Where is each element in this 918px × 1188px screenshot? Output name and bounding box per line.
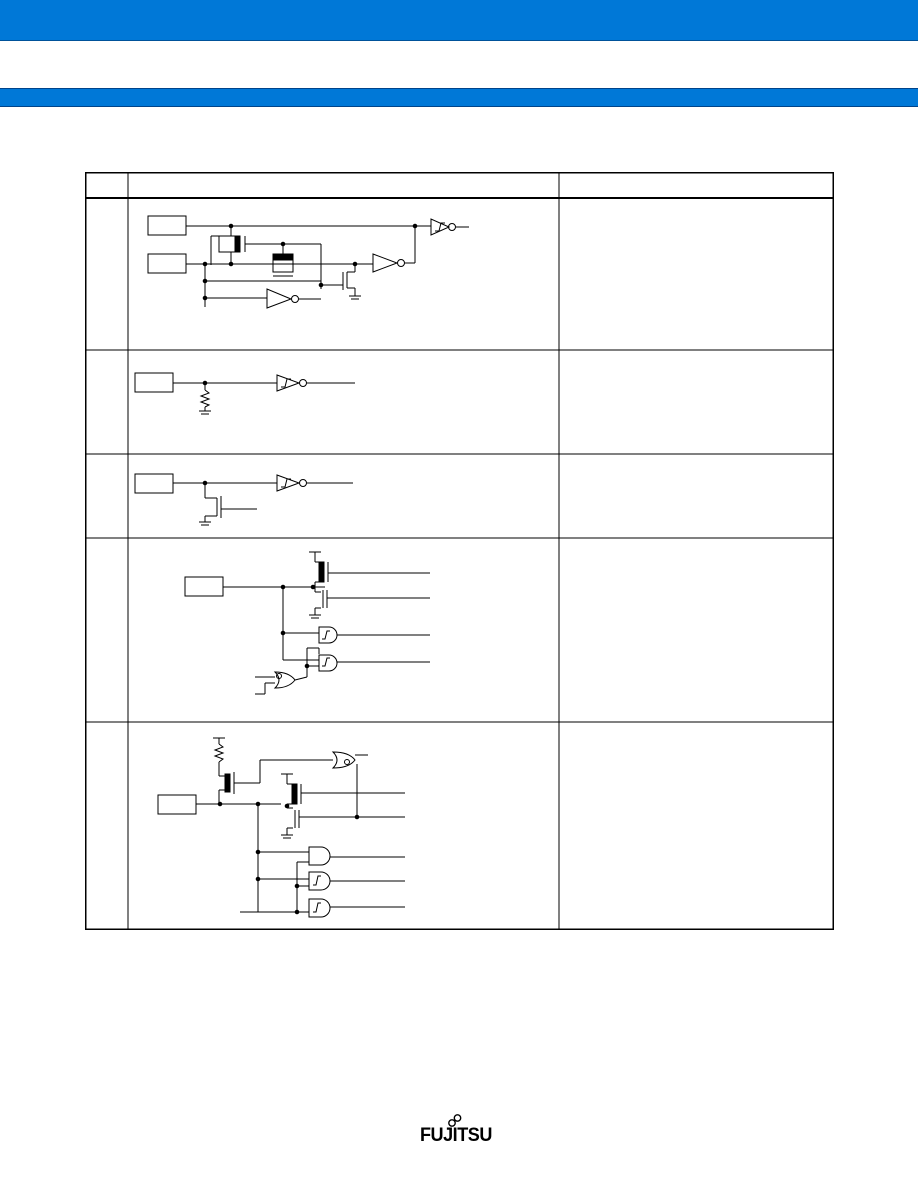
section-band	[0, 88, 918, 107]
header-band	[0, 0, 918, 41]
oscillator-circuit	[147, 215, 469, 309]
io-circuit-table	[85, 172, 834, 930]
circuit-table-svg	[85, 172, 834, 930]
fujitsu-infinity-logo-icon	[448, 1114, 462, 1127]
fujitsu-logo-text: FUJITSU	[420, 1125, 492, 1146]
pull-down-input-circuit	[134, 372, 355, 415]
table-grid	[85, 172, 834, 930]
fujitsu-logo: FUJITSU	[420, 1114, 500, 1154]
pull-up-cmos-io-circuit	[157, 737, 405, 918]
nmos-open-drain-input-circuit	[134, 473, 353, 526]
cmos-io-circuit	[184, 551, 430, 695]
